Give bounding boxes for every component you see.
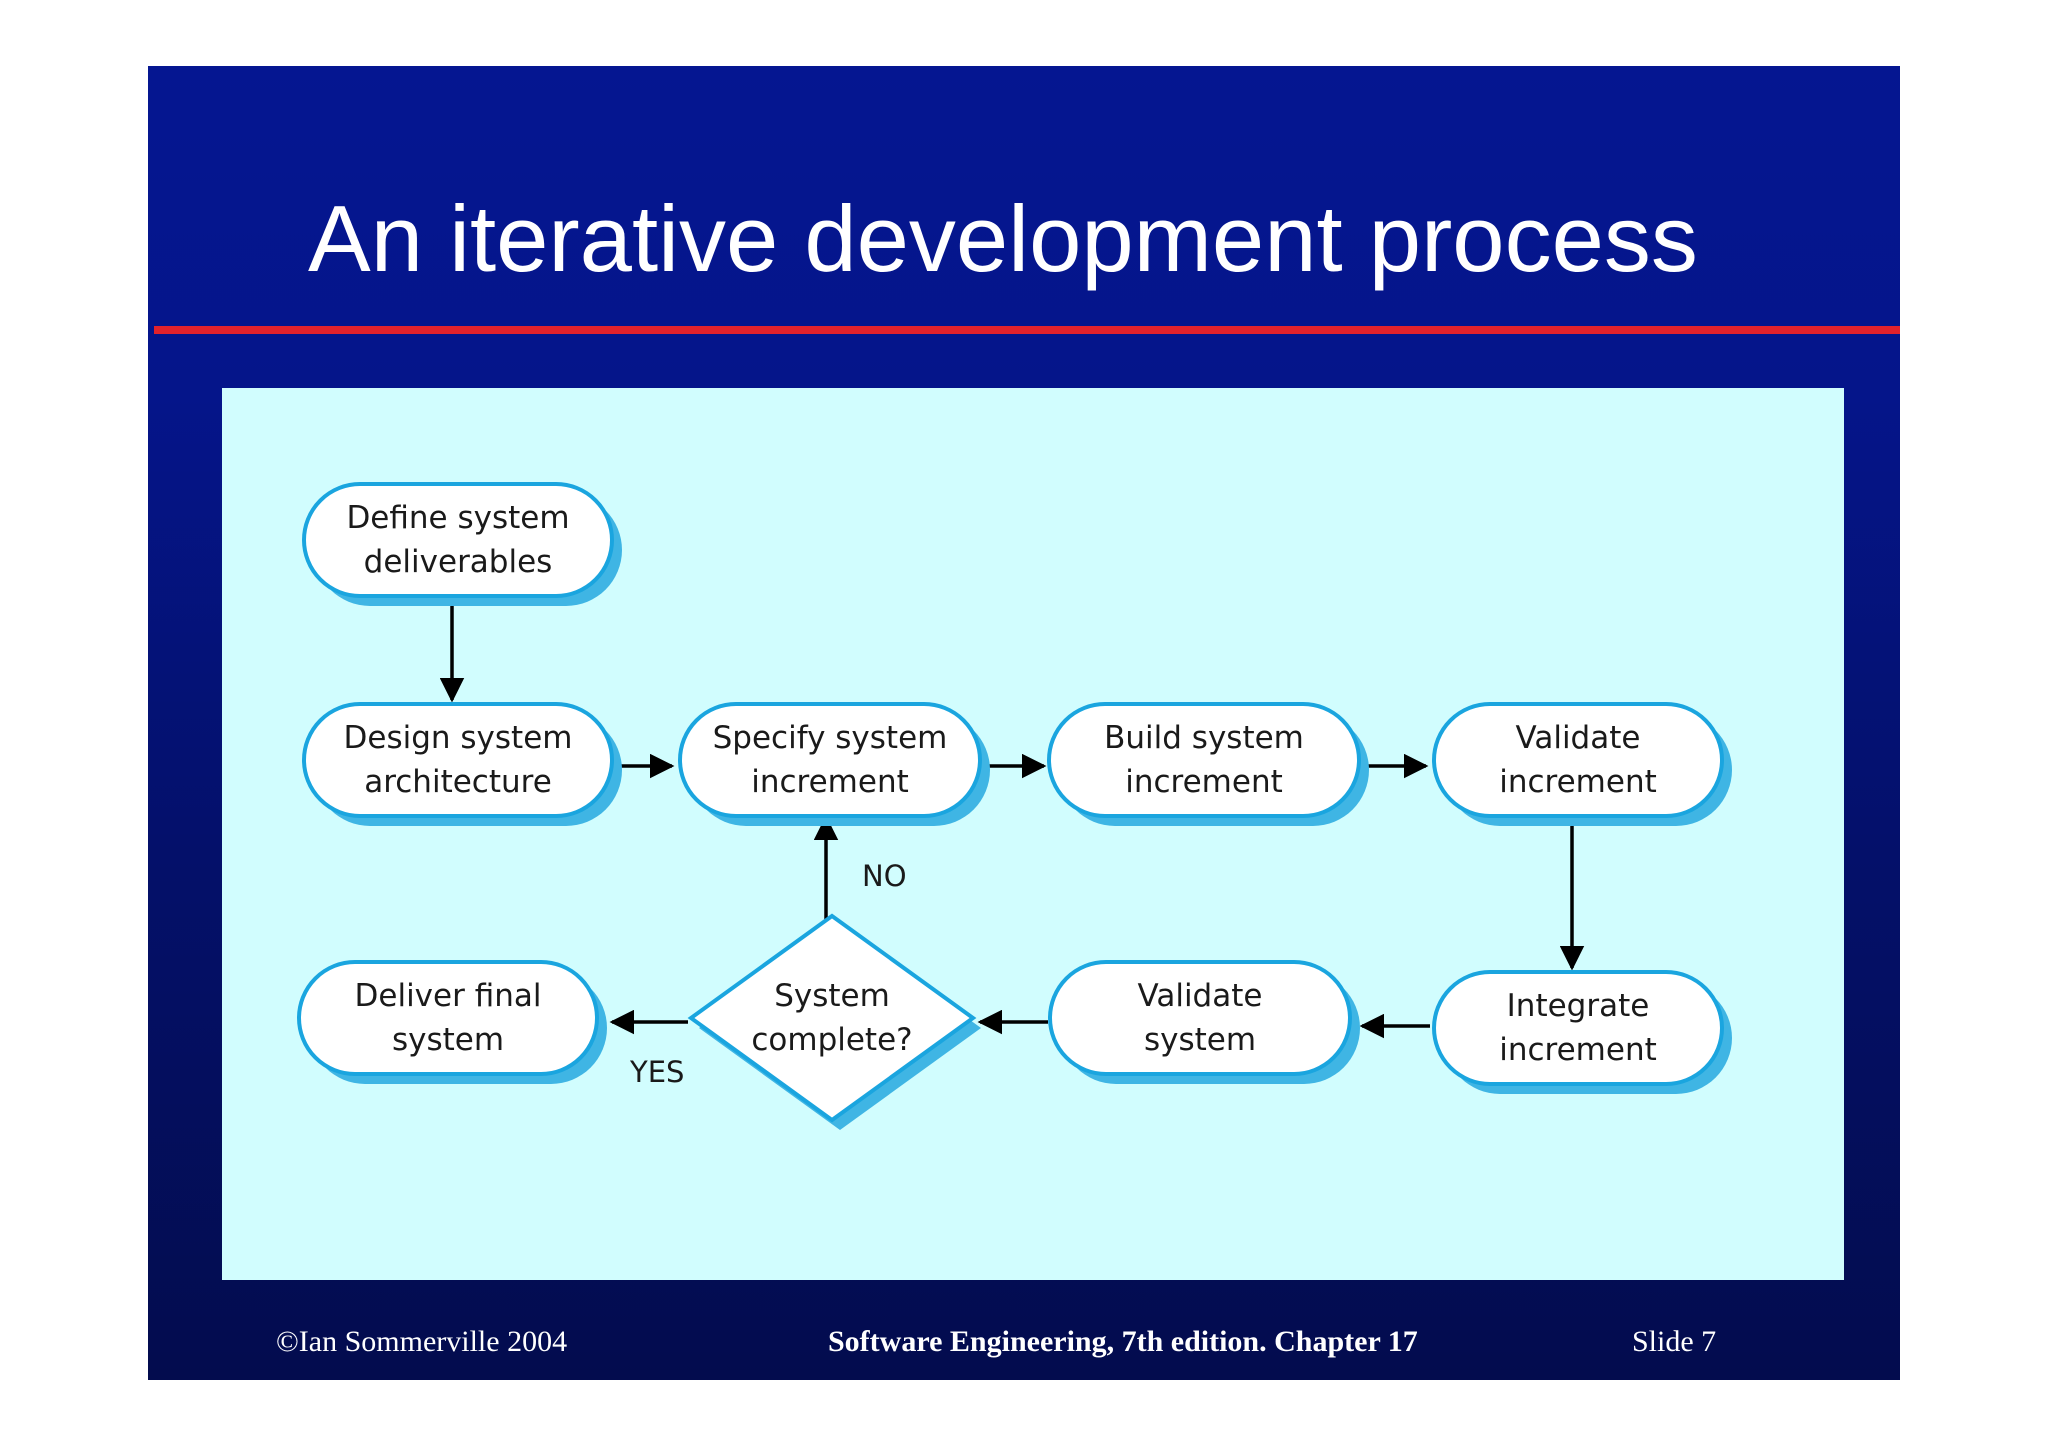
node-integrate: Integrate increment (1432, 970, 1732, 1094)
node-build: Build system increment (1047, 702, 1369, 826)
node-label-line: Define system (346, 500, 569, 536)
title-rule (154, 326, 1900, 334)
process-box (1432, 970, 1724, 1086)
process-box (1048, 960, 1352, 1076)
node-label-line: increment (1125, 764, 1283, 800)
node-define: Define system deliverables (302, 482, 622, 606)
node-label-line: Specify system (713, 720, 948, 756)
node-label-line: increment (1499, 1032, 1657, 1068)
node-label-line: complete? (751, 1022, 912, 1058)
slide: An iterative development process NO YES D… (148, 66, 1900, 1380)
edge-label-no: NO (862, 859, 907, 893)
decision-diamond (687, 913, 977, 1123)
node-label-line: Deliver final (355, 978, 542, 1014)
slide-title: An iterative development process (308, 186, 1698, 291)
node-label-line: Validate (1516, 720, 1641, 756)
node-validate-sys: Validate system (1048, 960, 1360, 1084)
node-validate-inc: Validate increment (1432, 702, 1732, 826)
node-label-line: Integrate (1507, 988, 1650, 1024)
node-label-line: deliverables (364, 544, 553, 580)
process-box (678, 702, 982, 818)
footer-copyright: ©Ian Sommerville 2004 (276, 1325, 568, 1358)
process-box (302, 702, 614, 818)
node-label-line: system (1144, 1022, 1256, 1058)
process-box (1432, 702, 1724, 818)
footer-course-title: Software Engineering, 7th edition. Chapt… (828, 1325, 1418, 1358)
process-box (302, 482, 614, 598)
process-box (1047, 702, 1361, 818)
edge-label-yes: YES (629, 1055, 684, 1089)
node-label-line: System (774, 978, 890, 1014)
process-box (297, 960, 599, 1076)
node-label-line: Build system (1104, 720, 1304, 756)
node-complete: System complete? (687, 913, 981, 1130)
node-label-line: Validate (1138, 978, 1263, 1014)
node-design: Design system architecture (302, 702, 622, 826)
node-label-line: increment (1499, 764, 1657, 800)
node-specify: Specify system increment (678, 702, 990, 826)
node-deliver: Deliver final system (297, 960, 607, 1084)
node-label-line: Design system (344, 720, 573, 756)
edges-layer: NO YES (439, 598, 1585, 1089)
node-label-line: system (392, 1022, 504, 1058)
node-label-line: architecture (364, 764, 552, 800)
footer-slide-number: Slide 7 (1632, 1325, 1717, 1358)
node-label-line: increment (751, 764, 909, 800)
